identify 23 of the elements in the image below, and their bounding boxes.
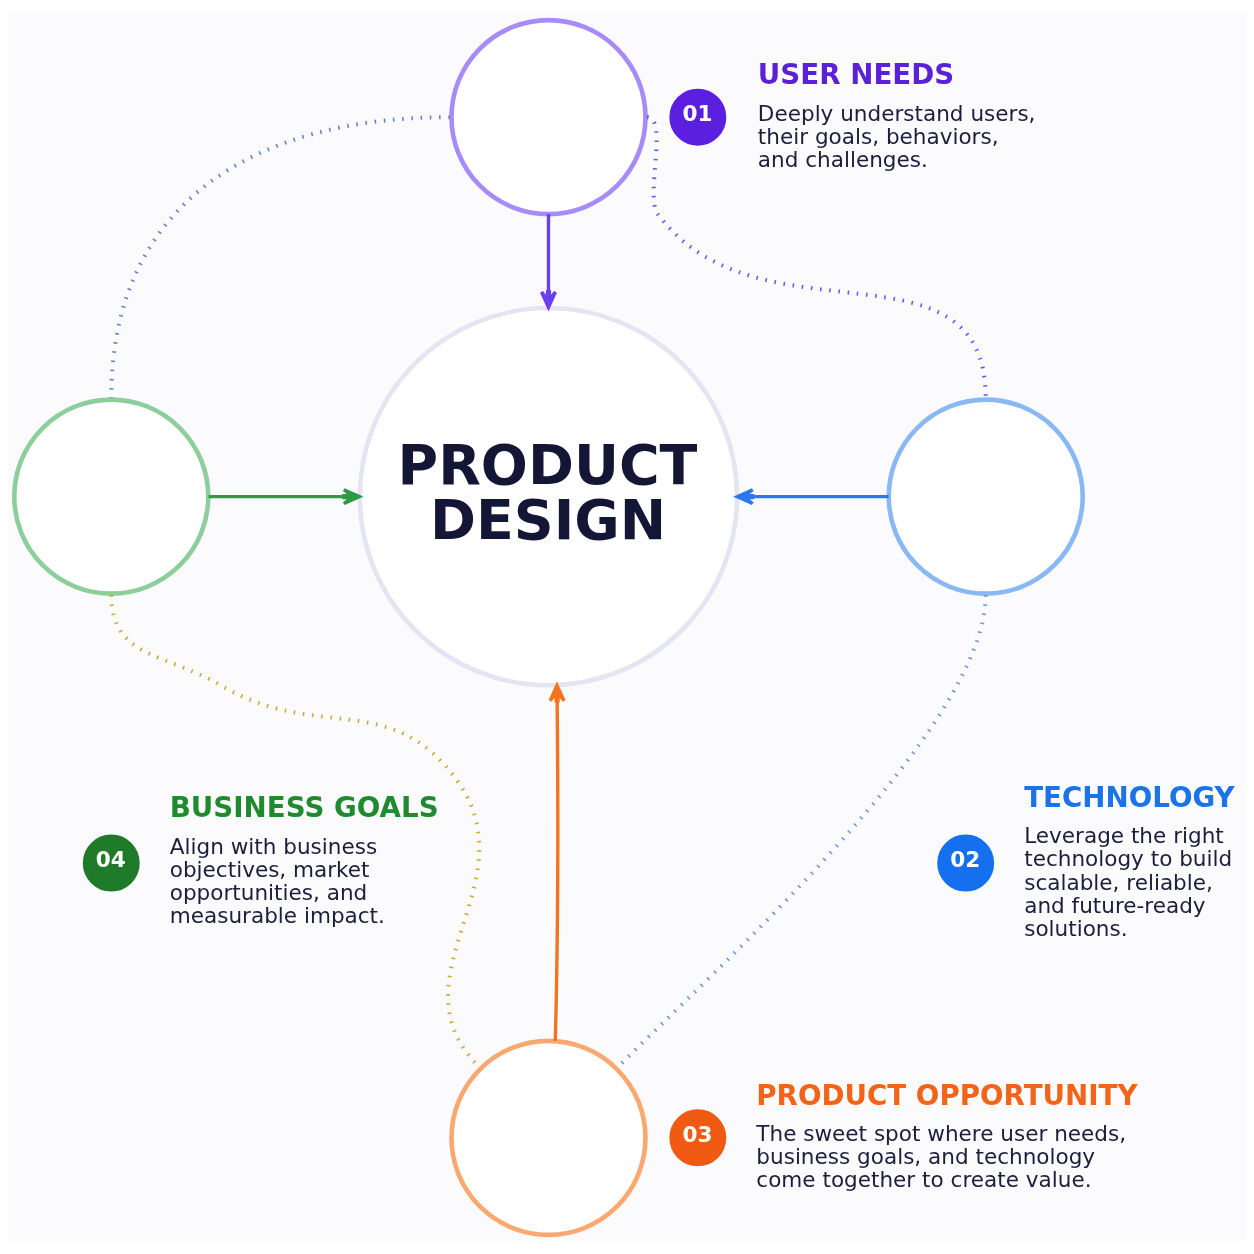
node-circle bbox=[449, 17, 648, 216]
node-circle: 01 bbox=[669, 88, 727, 146]
node-circle: 02 bbox=[937, 834, 995, 892]
node-label: USER NEEDS bbox=[757, 57, 955, 91]
node-circle bbox=[886, 396, 1085, 596]
node-label: Leverage the right technology to build scalable, reliable, and future-ready solutions. bbox=[1024, 822, 1233, 941]
node-label: PRODUCT OPPORTUNITY bbox=[756, 1078, 1138, 1112]
connector bbox=[109, 114, 451, 398]
arrow bbox=[735, 487, 889, 505]
node-label: The sweet spot where user needs, business goals, and technology come together to create value. bbox=[756, 1120, 1127, 1192]
node-circle: PRODUCT DESIGN bbox=[357, 305, 740, 688]
arrow bbox=[208, 487, 361, 505]
node-label: Align with business objectives, market opportunities, and measurable impact. bbox=[169, 833, 385, 928]
node-circle: 04 bbox=[82, 834, 140, 892]
arrow bbox=[539, 213, 558, 309]
node-circle bbox=[11, 396, 211, 596]
node-circle: 03 bbox=[669, 1108, 727, 1166]
node-circle bbox=[449, 1038, 648, 1237]
node-label: Deeply understand users, their goals, behaviors, and challenges. bbox=[757, 100, 1036, 172]
node-label: BUSINESS GOALS bbox=[169, 790, 439, 824]
connector bbox=[646, 114, 988, 398]
node-label: TECHNOLOGY bbox=[1024, 780, 1235, 814]
arrow bbox=[548, 683, 566, 1041]
